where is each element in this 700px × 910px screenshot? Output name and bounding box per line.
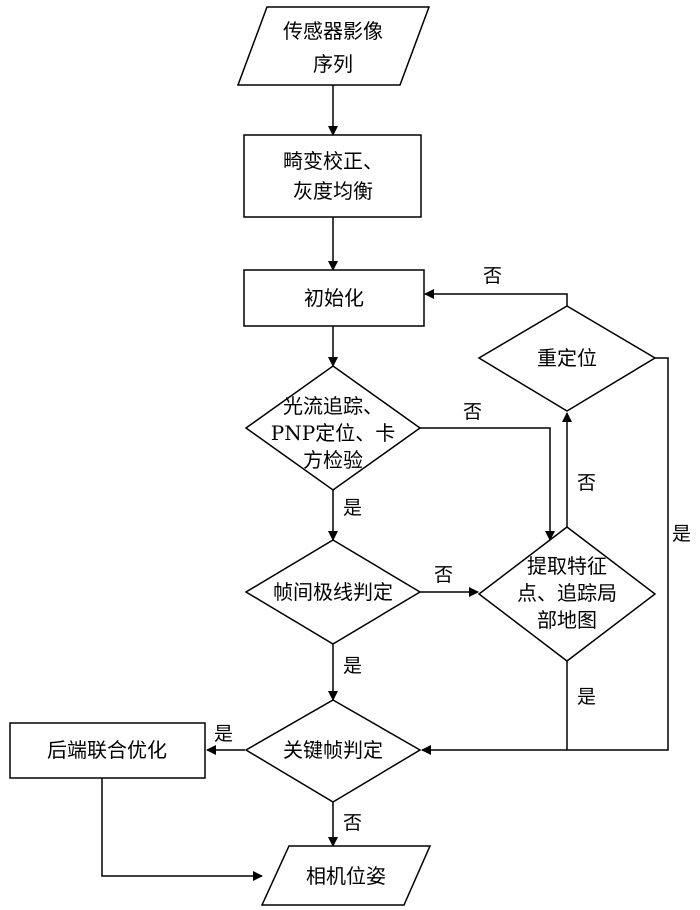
node-tracking-line3: 方检验 <box>303 448 363 472</box>
node-backend-label: 后端联合优化 <box>47 738 167 762</box>
node-extract-line2: 点、追踪局 <box>517 581 617 605</box>
node-distortion: 畸变校正、 灰度均衡 <box>243 134 422 218</box>
node-tracking-line1: 光流追踪、 <box>283 394 383 418</box>
node-extract: 提取特征 点、追踪局 部地图 <box>477 526 657 662</box>
node-extract-line3: 部地图 <box>537 608 597 632</box>
edge-labels: 否 否 是 否 是 否 是 是 是 否 <box>214 265 691 834</box>
node-epipolar-label: 帧间极线判定 <box>273 580 393 604</box>
node-keyframe-label: 关键帧判定 <box>283 738 383 762</box>
label-epipolar-no: 否 <box>434 564 453 586</box>
node-pose-label: 相机位姿 <box>306 864 386 888</box>
label-tracking-yes: 是 <box>343 497 362 519</box>
edge-reloc-keyframe <box>421 357 669 755</box>
node-epipolar: 帧间极线判定 <box>244 539 422 645</box>
node-sensor-line2: 序列 <box>313 52 353 76</box>
node-tracking: 光流追踪、 PNP定位、卡 方检验 <box>244 365 422 491</box>
label-keyframe-yes: 是 <box>214 723 233 745</box>
node-init: 初始化 <box>243 269 425 327</box>
label-extract-no: 否 <box>577 472 596 494</box>
label-tracking-no: 否 <box>463 401 482 423</box>
node-pose: 相机位姿 <box>260 845 432 906</box>
edge-reloc-init <box>424 289 568 306</box>
node-extract-line1: 提取特征 <box>527 554 607 578</box>
node-distortion-line1: 畸变校正、 <box>283 149 383 173</box>
node-tracking-line2: PNP定位、卡 <box>271 421 395 445</box>
node-init-label: 初始化 <box>304 286 364 310</box>
label-epipolar-yes: 是 <box>343 655 362 677</box>
label-reloc-no: 否 <box>483 265 502 287</box>
label-extract-yes: 是 <box>577 686 596 708</box>
node-backend: 后端联合优化 <box>9 722 206 779</box>
edges <box>101 85 669 881</box>
node-reloc-label: 重定位 <box>537 346 597 370</box>
node-keyframe: 关键帧判定 <box>244 699 422 803</box>
node-sensor: 传感器影像 序列 <box>236 6 431 86</box>
node-sensor-line1: 传感器影像 <box>283 19 383 43</box>
edge-tracking-extract <box>420 427 555 541</box>
edge-backend-pose <box>101 776 263 881</box>
label-reloc-yes: 是 <box>672 523 691 545</box>
label-keyframe-no: 否 <box>343 812 362 834</box>
node-reloc: 重定位 <box>477 305 657 412</box>
node-distortion-line2: 灰度均衡 <box>293 179 373 203</box>
